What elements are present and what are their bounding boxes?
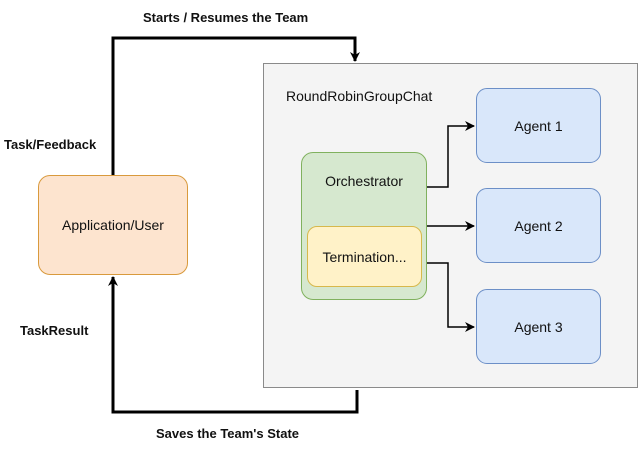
agent-1-label: Agent 1 (514, 117, 563, 134)
save-state-arrow (108, 276, 359, 414)
agent-3-label: Agent 3 (514, 318, 563, 335)
task-feedback-label: Task/Feedback (4, 137, 97, 152)
task-result-label: TaskResult (20, 323, 89, 338)
agent-2-node: Agent 2 (476, 188, 601, 263)
termination-label: Termination... (322, 248, 407, 265)
saves-state-label: Saves the Team's State (156, 426, 300, 441)
agent-3-node: Agent 3 (476, 289, 601, 364)
application-user-label: Application/User (62, 217, 164, 233)
agent-1-node: Agent 1 (476, 88, 601, 163)
application-user-node: Application/User (38, 175, 188, 275)
agent-2-label: Agent 2 (514, 217, 563, 234)
starts-resumes-label: Starts / Resumes the Team (143, 10, 309, 25)
orchestrator-label: Orchestrator (325, 173, 403, 189)
termination-node: Termination... (307, 226, 422, 287)
container-title: RoundRobinGroupChat (286, 88, 433, 104)
orchestrator-to-agent-3-arrow (427, 262, 475, 332)
orchestrator-to-agent-1-arrow (427, 121, 475, 188)
start-resume-arrow (111, 36, 360, 175)
